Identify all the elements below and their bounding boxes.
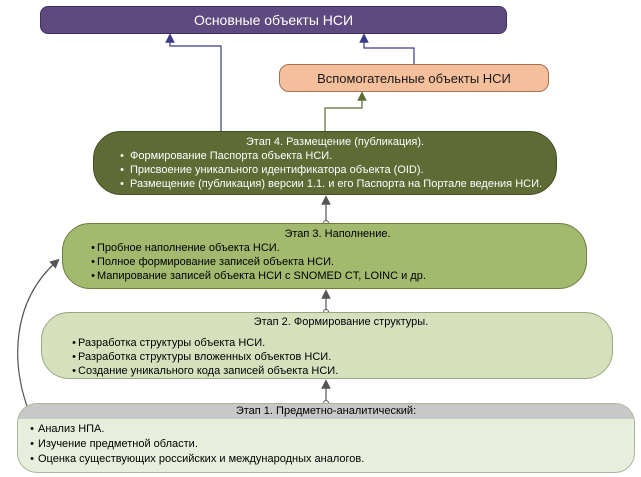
stage-1-title: Этап 1. Предметно-аналитический: <box>18 404 634 419</box>
arrow-stage4-to-aux <box>324 91 367 131</box>
stage-3-title: Этап 3. Наполнение. <box>284 228 391 240</box>
list-item: Оценка существующих российских и междуна… <box>26 452 634 467</box>
list-item: Создание уникального кода записей объект… <box>70 364 612 378</box>
stage-4-box: Этап 4. Размещение (публикация). Формиро… <box>93 131 557 195</box>
list-item: Изучение предметной области. <box>26 437 634 452</box>
list-item: Анализ НПА. <box>26 422 634 437</box>
list-item: Разработка структуры вложенных объектов … <box>70 350 612 364</box>
stage-3-box: Этап 3. Наполнение. Пробное наполнение о… <box>62 223 587 289</box>
stage-2-box: Этап 2. Формирование структуры. Разработ… <box>41 312 613 379</box>
list-item: Размещение (публикация) версии 1.1. и ег… <box>114 177 556 191</box>
stage-1-list: Анализ НПА. Изучение предметной области.… <box>18 422 634 467</box>
list-item: Формирование Паспорта объекта НСИ. <box>114 149 556 163</box>
stage-3-list: Пробное наполнение объекта НСИ. Полное ф… <box>89 241 586 283</box>
arrow-stage1-to-stage3 <box>17 258 60 418</box>
list-item: Пробное наполнение объекта НСИ. <box>89 241 586 255</box>
list-item: Полное формирование записей объекта НСИ. <box>89 255 586 269</box>
list-item: Мапирование записей объекта НСИ с SNOMED… <box>89 269 586 283</box>
arrow-stage4-to-main <box>165 33 222 131</box>
stage-4-title: Этап 4. Размещение (публикация). <box>245 136 425 148</box>
stage-2-list: Разработка структуры объекта НСИ. Разраб… <box>70 336 612 378</box>
list-item: Разработка структуры объекта НСИ. <box>70 336 612 350</box>
auxiliary-objects-label: Вспомогательные объекты НСИ <box>317 70 511 86</box>
auxiliary-objects-box: Вспомогательные объекты НСИ <box>279 64 549 92</box>
main-objects-box: Основные объекты НСИ <box>40 6 507 34</box>
stage-1-box: Этап 1. Предметно-аналитический: Анализ … <box>17 403 635 473</box>
list-item: Присвоение уникального идентификатора об… <box>114 163 556 177</box>
stage-4-list: Формирование Паспорта объекта НСИ. Присв… <box>114 149 556 191</box>
stage-2-title: Этап 2. Формирование структуры. <box>253 316 429 328</box>
main-objects-label: Основные объекты НСИ <box>193 12 354 28</box>
arrow-aux-to-main <box>359 33 415 64</box>
